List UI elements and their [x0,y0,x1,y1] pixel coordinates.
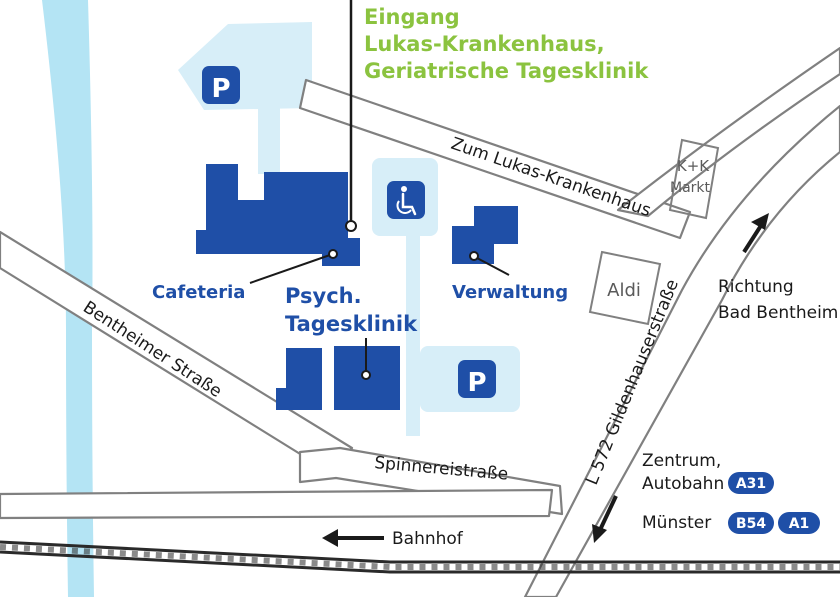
shop-aldi: Aldi [588,250,662,326]
direction-bad-bentheim: Bad Bentheim [718,303,838,323]
pointer-lines [249,0,510,380]
entrance-line-3: Geriatrische Tagesklinik [364,59,649,83]
administration-building [452,206,518,264]
svg-text:B54: B54 [736,516,766,532]
railway [0,540,840,574]
parking-icon: P [467,368,486,398]
entrance-label: Eingang Lukas-Krankenhaus, Geriatrische … [364,5,649,83]
arrow-down-icon [592,495,618,543]
shop-kk-label: K+K [677,157,710,175]
arrow-up-icon [742,213,769,254]
cafeteria-label: Cafeteria [152,282,245,303]
day-clinic-building-west [276,348,322,410]
direction-muenster: Münster [642,513,711,533]
street-bentheimer-strasse: Bentheimer Straße [79,297,225,401]
badge-b54: B54 [728,512,774,534]
psych-label-line-2: Tagesklinik [285,312,418,336]
wheelchair-icon [387,181,425,219]
direction-autobahn: Autobahn [642,474,724,494]
svg-text:A1: A1 [789,516,810,532]
parking-south: P [458,360,496,398]
verwaltung-label: Verwaltung [452,282,568,303]
entrance-line-2: Lukas-Krankenhaus, [364,32,605,56]
badge-a31: A31 [728,472,774,494]
badge-a1: A1 [778,512,820,534]
shop-aldi-label: Aldi [607,280,641,301]
direction-zentrum: Zentrum, [642,451,721,471]
shop-markt-label: Markt [670,180,711,196]
shop-kk-markt: K+K Markt [668,138,720,220]
direction-bahnhof: Bahnhof [392,529,464,549]
hospital-main-building [196,164,360,266]
parking-north: P [202,66,240,104]
psych-label-line-1: Psych. [285,284,362,308]
direction-richtung: Richtung [718,277,794,297]
parking-icon: P [211,74,230,104]
svg-text:A31: A31 [736,476,766,492]
arrow-left-icon [322,529,384,547]
entrance-line-1: Eingang [364,5,460,29]
